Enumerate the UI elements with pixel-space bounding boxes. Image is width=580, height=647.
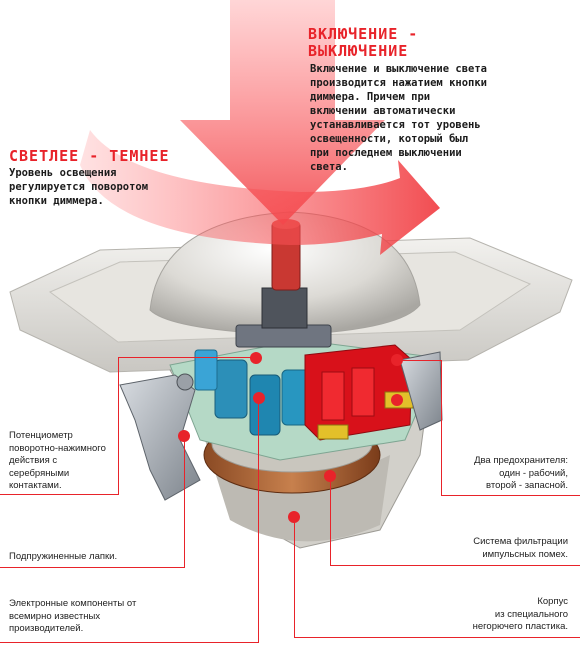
marker-dot: [391, 394, 403, 406]
spring-tabs: [119, 351, 443, 501]
onoff-title: ВКЛЮЧЕНИЕ - ВЫКЛЮЧЕНИЕ: [308, 25, 419, 60]
leader-line: [184, 436, 185, 568]
leader-line: [118, 357, 256, 358]
leader-line: [330, 476, 331, 566]
leader-line: [330, 565, 580, 566]
leader-line: [0, 567, 185, 568]
capacitors: [194, 349, 311, 436]
callout-filter: Система фильтрации импульсных помех.: [473, 536, 568, 560]
leader-line: [258, 398, 259, 643]
leader-line: [118, 357, 119, 494]
press-arrow: [180, 0, 385, 225]
fuse-block: [304, 344, 414, 441]
callout-fuses: Два предохранителя: один - рабочий, втор…: [474, 455, 568, 491]
callout-electronics: Электронные компоненты от всемирно извес…: [9, 598, 137, 634]
marker-dot: [253, 392, 265, 404]
leader-line: [294, 637, 580, 638]
callout-housing: Корпус из специального негорючего пласти…: [472, 596, 568, 632]
leader-line: [441, 495, 580, 496]
callout-spring-tabs: Подпружиненные лапки.: [9, 551, 118, 562]
leader-line: [294, 517, 295, 638]
rotate-arrow: [80, 130, 440, 255]
leader-line: [397, 360, 441, 361]
callout-potentiometer: Потенциометр поворотно-нажимного действи…: [9, 430, 106, 491]
leader-line: [0, 494, 119, 495]
onoff-description: Включение и выключение света производитс…: [310, 63, 488, 173]
leader-line: [0, 642, 259, 643]
leader-line: [441, 360, 442, 496]
marker-dot: [250, 352, 262, 364]
brightness-title: СВЕТЛЕЕ - ТЕМНЕЕ: [9, 147, 170, 165]
brightness-description: Уровень освещения регулируется поворотом…: [9, 167, 149, 207]
